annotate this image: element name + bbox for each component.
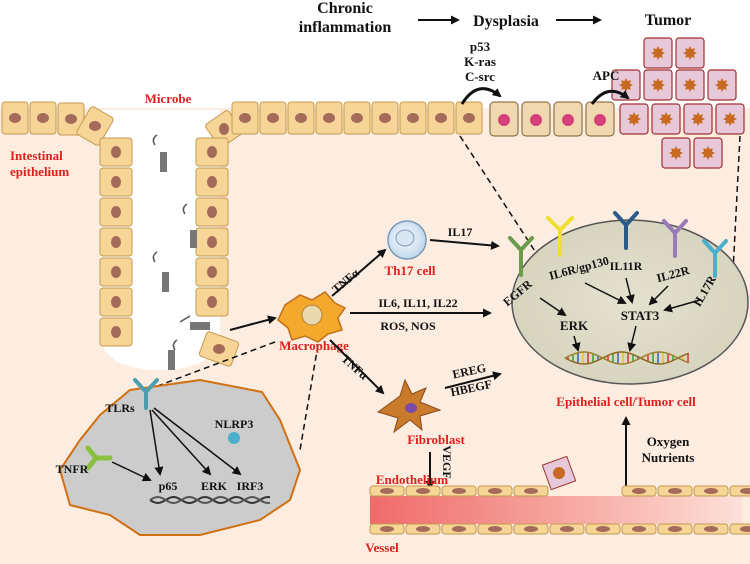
tnfr-receptor	[85, 445, 113, 471]
vessel-label: Vessel	[365, 540, 399, 555]
endothelium-cells	[369, 485, 750, 535]
p53-label: p53	[470, 39, 491, 54]
cell-pathway-arrows	[539, 277, 701, 352]
arrow-microbe-to-macrophage	[229, 315, 277, 331]
kras-label: K-ras	[464, 54, 496, 69]
macrophage-dna	[149, 495, 271, 505]
apc-label: APC	[593, 68, 620, 83]
epithelium-top-left	[1, 101, 114, 146]
macrophage-detail-blob	[58, 378, 302, 536]
il11r-label: IL11R	[610, 259, 643, 273]
tlr-receptor	[133, 378, 159, 410]
crypt-right-wall	[195, 110, 243, 367]
epithelial-tumor-cell-label: Epithelial cell/Tumor cell	[556, 394, 696, 409]
crypt-left-wall	[99, 137, 133, 347]
dysplasia-label: Dysplasia	[473, 13, 539, 30]
macrophage-detail-arrows	[111, 407, 242, 482]
tlrs-label: TLRs	[105, 401, 135, 415]
p65-label: p65	[159, 479, 178, 493]
oxygen-label: Oxygen	[647, 434, 690, 449]
egfr-receptor	[508, 236, 534, 277]
il17-label: IL17	[448, 225, 473, 239]
th17-label: Th17 cell	[385, 263, 436, 278]
dna-helix	[564, 351, 690, 365]
irf3-label: IRF3	[237, 479, 264, 493]
epithelium-top-right	[231, 101, 483, 135]
nutrients-label: Nutrients	[642, 450, 695, 465]
macrophage-erk-label: ERK	[201, 479, 228, 493]
th17-nucleus	[395, 229, 415, 247]
tnfr-label: TNFR	[56, 462, 89, 476]
endothelium-label: Endothelium	[376, 472, 448, 487]
ros-nos-label: ROS, NOS	[380, 319, 436, 333]
il11r-receptor	[613, 211, 639, 250]
dysplasia-cells	[489, 101, 615, 137]
arrow-il17	[429, 239, 500, 250]
vegf-label: VEGF	[440, 445, 454, 478]
il22r-receptor	[662, 219, 688, 258]
epithelial-tumor-cell	[511, 219, 749, 385]
vessel-lumen	[370, 496, 742, 524]
epithelium-label-2: epithelium	[10, 164, 69, 179]
nlrp3-dot	[228, 432, 240, 444]
microbes	[152, 134, 210, 370]
macrophage-arrows	[329, 248, 492, 395]
fibroblast-label: Fibroblast	[407, 432, 465, 447]
microbe-label: Microbe	[145, 91, 192, 106]
tumor-label: Tumor	[645, 12, 692, 29]
il6r-receptor	[546, 216, 574, 257]
il17r-receptor	[702, 239, 728, 278]
arrow-ereg	[444, 371, 502, 389]
il-line-label: IL6, IL11, IL22	[378, 296, 457, 310]
stat3-label: STAT3	[621, 308, 660, 323]
epithelium-label-1: Intestinal	[10, 148, 63, 163]
macrophage-label: Macrophage	[279, 338, 349, 353]
ereg-label: EREG	[451, 361, 487, 382]
nlrp3-label: NLRP3	[215, 417, 254, 431]
inflammation-label: inflammation	[299, 19, 392, 36]
curved-arrow-mutation-2	[590, 89, 630, 105]
macrophage-nucleus	[301, 304, 323, 326]
fibroblast-nucleus	[405, 403, 417, 413]
csrc-label: C-src	[465, 69, 495, 84]
chronic-label: Chronic	[317, 0, 373, 17]
receptors	[508, 211, 728, 278]
curved-arrow-mutation-1	[460, 87, 502, 105]
intravasating-tumor-nucleus	[553, 467, 565, 479]
erk-label: ERK	[560, 318, 589, 333]
